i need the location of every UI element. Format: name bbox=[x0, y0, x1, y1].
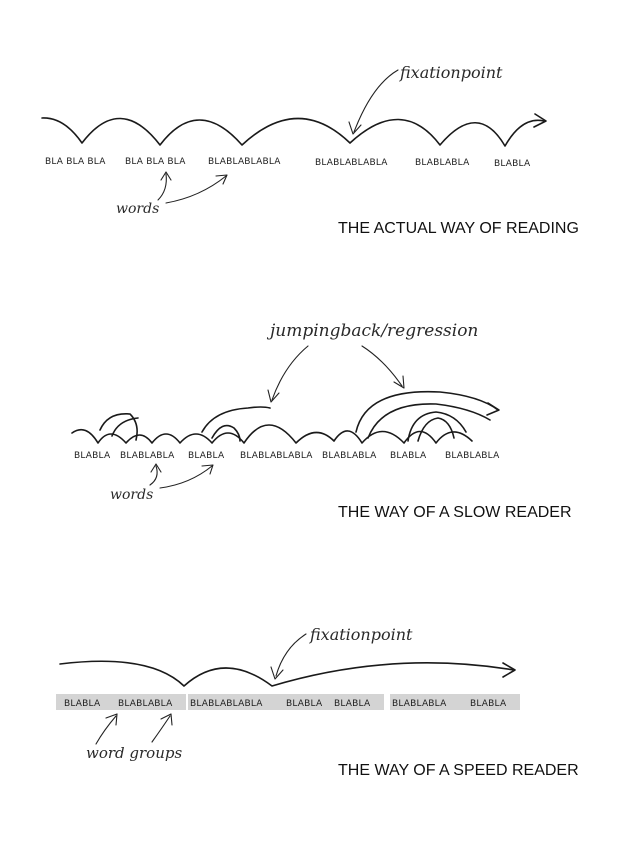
words-arrowhead-2 bbox=[215, 174, 228, 185]
groups-arrow-2 bbox=[151, 715, 171, 743]
fixation-arrowhead bbox=[270, 666, 284, 680]
word-2: BLABLABLA bbox=[120, 451, 175, 461]
words-arrow-1 bbox=[157, 173, 167, 201]
word-group-2 bbox=[188, 694, 384, 710]
arrowhead bbox=[502, 662, 516, 678]
word-6: BLABLABLA bbox=[392, 699, 447, 709]
regression-arrowhead-3 bbox=[486, 402, 500, 416]
groups-arrowhead-2 bbox=[160, 713, 173, 726]
caption-actual: THE ACTUAL WAY OF READING bbox=[338, 220, 579, 237]
fixation-arcs bbox=[59, 660, 515, 687]
regression-loop-1 bbox=[111, 417, 139, 437]
word-group-3 bbox=[390, 694, 520, 710]
words-label: words bbox=[116, 201, 159, 217]
word-3: BLABLABLABLA bbox=[190, 699, 263, 709]
word-2: BLA BLA BLA bbox=[125, 157, 186, 167]
regression-loop-5 bbox=[407, 411, 467, 442]
regression-arrowhead-2 bbox=[393, 375, 405, 389]
word-5: BLABLABLA bbox=[415, 158, 470, 168]
word-groups-label: word groups bbox=[86, 744, 182, 762]
fixation-arcs bbox=[71, 424, 473, 444]
regression-arrowhead-1 bbox=[267, 389, 280, 403]
regression-label: jumpingback/regression bbox=[266, 321, 478, 341]
word-3: BLABLA bbox=[188, 451, 225, 461]
word-2: BLABLABLA bbox=[118, 699, 173, 709]
fixation-label: fixationpoint bbox=[309, 625, 413, 644]
fixation-arrow bbox=[275, 633, 307, 677]
groups-arrowhead-1 bbox=[105, 713, 118, 726]
words-arrow-1 bbox=[149, 465, 158, 486]
words-arrowhead-1 bbox=[160, 171, 172, 181]
words-label: words bbox=[110, 487, 153, 503]
section-slow-reader: jumpingback/regression BLABLA BLABLABLA … bbox=[71, 321, 572, 521]
regression-loop-2b bbox=[211, 424, 241, 442]
fixation-arcs bbox=[41, 117, 545, 147]
word-4: BLABLABLABLA bbox=[240, 451, 313, 461]
word-1: BLABLA bbox=[64, 699, 101, 709]
regression-loop-6 bbox=[417, 417, 455, 442]
regression-loop-1b bbox=[99, 413, 138, 441]
fixation-label: fixationpoint bbox=[399, 63, 503, 82]
word-5: BLABLABLA bbox=[322, 451, 377, 461]
arrowhead bbox=[533, 113, 547, 128]
regression-loop-2 bbox=[201, 406, 271, 433]
regression-loop-4 bbox=[367, 403, 491, 439]
word-4: BLABLABLABLA bbox=[315, 158, 388, 168]
words-arrow-2 bbox=[165, 175, 227, 204]
regression-arrow-1 bbox=[271, 345, 309, 401]
regression-loop-3 bbox=[355, 390, 499, 433]
words-arrow-2 bbox=[159, 465, 213, 489]
words-arrowhead-2 bbox=[201, 464, 214, 475]
word-6: BLABLA bbox=[390, 451, 427, 461]
caption-speed: THE WAY OF A SPEED READER bbox=[338, 762, 579, 779]
fixation-arrowhead bbox=[348, 121, 362, 135]
regression-arrow-2 bbox=[361, 345, 403, 387]
word-7: BLABLABLA bbox=[445, 451, 500, 461]
words-arrowhead-1 bbox=[150, 463, 162, 473]
section-speed-reader: fixationpoint BLABLA BLABLABLA BLABLABLA… bbox=[56, 625, 579, 779]
groups-arrow-1 bbox=[95, 715, 117, 745]
fixation-arrow bbox=[353, 69, 399, 133]
caption-slow: THE WAY OF A SLOW READER bbox=[338, 504, 572, 521]
word-5: BLABLA bbox=[334, 699, 371, 709]
word-1: BLA BLA BLA bbox=[45, 157, 106, 167]
word-7: BLABLA bbox=[470, 699, 507, 709]
word-1: BLABLA bbox=[74, 451, 111, 461]
section-actual-reading: fixationpoint BLA BLA BLA BLA BLA BLA BL… bbox=[41, 63, 579, 237]
word-3: BLABLABLABLA bbox=[208, 157, 281, 167]
word-group-1 bbox=[56, 694, 186, 710]
word-6: BLABLA bbox=[494, 159, 531, 169]
word-4: BLABLA bbox=[286, 699, 323, 709]
